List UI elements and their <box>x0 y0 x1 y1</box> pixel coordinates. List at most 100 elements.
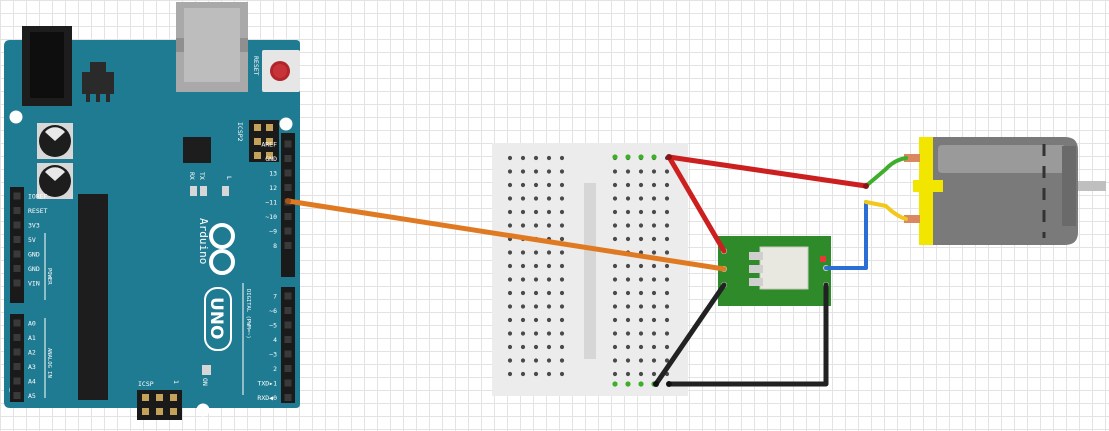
breadboard-hole <box>533 358 539 363</box>
breadboard-hole <box>664 277 670 282</box>
analog-pin <box>13 377 21 385</box>
breadboard-hole <box>612 317 618 323</box>
breadboard-hole-active <box>638 381 644 387</box>
power-pin-label: RESET <box>28 207 48 215</box>
voltage-regulator <box>82 72 114 94</box>
breadboard-hole <box>651 290 657 296</box>
breadboard-hole <box>559 155 565 161</box>
breadboard-hole <box>559 304 565 309</box>
breadboard-hole <box>559 344 565 350</box>
icsp-label: ICSP <box>138 380 154 388</box>
digital-pin <box>284 307 292 314</box>
analog-pin <box>13 392 21 399</box>
breadboard-hole <box>559 277 565 282</box>
digital-pin <box>284 213 292 220</box>
breadboard-hole <box>612 358 618 363</box>
mounting-hole <box>196 403 210 417</box>
breadboard-hole <box>507 344 513 350</box>
wire-endpoints <box>285 154 869 387</box>
breadboard-hole <box>625 331 631 336</box>
breadboard-hole <box>507 196 513 201</box>
breadboard-hole <box>651 277 657 282</box>
power-wire-motor <box>666 154 869 189</box>
reset-label: RESET <box>252 56 260 76</box>
breadboard-hole <box>546 182 552 188</box>
breadboard-hole <box>559 250 565 255</box>
breadboard-hole <box>520 263 526 269</box>
digital-pin-label: GND <box>265 155 277 163</box>
breadboard-hole <box>612 223 618 228</box>
breadboard-hole <box>559 169 565 174</box>
breadboard-hole <box>664 196 670 201</box>
breadboard-hole <box>507 331 513 336</box>
breadboard-hole <box>533 331 539 336</box>
breadboard-hole <box>625 263 631 269</box>
power-pin-label: 5V <box>28 236 36 244</box>
motor-lead-green <box>864 156 908 188</box>
power-pin <box>13 250 21 258</box>
digital-pin <box>284 155 292 162</box>
digital-pin-label: ~11 <box>265 199 277 207</box>
digital-pin-label: 4 <box>273 336 277 344</box>
model-label: UNO <box>206 297 226 339</box>
breadboard-hole <box>651 250 657 255</box>
breadboard-hole <box>559 317 565 323</box>
power-label: POWER <box>46 268 52 285</box>
breadboard-hole <box>612 331 618 336</box>
on-led <box>202 365 211 375</box>
breadboard-hole <box>664 209 670 215</box>
breadboard-hole <box>612 371 618 377</box>
microcontroller-chip <box>78 194 108 400</box>
breadboard-hole <box>520 277 526 282</box>
power-pin-label: 3V3 <box>28 222 40 230</box>
breadboard-hole <box>520 344 526 350</box>
digital-pin <box>284 365 292 372</box>
breadboard-hole <box>533 209 539 215</box>
breadboard-hole <box>533 371 539 377</box>
breadboard-hole <box>664 304 670 309</box>
capacitor <box>37 163 73 199</box>
breadboard-hole <box>612 169 618 174</box>
breadboard-hole <box>546 317 552 323</box>
power-wire-relay <box>666 154 727 254</box>
digital-pin-label: ~10 <box>265 213 277 221</box>
analog-pin-label: A5 <box>28 392 36 400</box>
breadboard-hole <box>507 169 513 174</box>
breadboard-hole <box>507 277 513 282</box>
breadboard-hole <box>533 277 539 282</box>
analog-pin-label: A1 <box>28 334 36 342</box>
breadboard-hole <box>546 155 552 161</box>
breadboard-hole <box>625 182 631 188</box>
breadboard-hole <box>625 290 631 296</box>
digital-pin-label: 7 <box>273 293 277 301</box>
breadboard-hole <box>664 344 670 350</box>
breadboard-hole <box>638 263 644 269</box>
digital-pin-label: ~3 <box>269 351 277 359</box>
digital-pin <box>284 169 292 177</box>
breadboard-hole <box>533 223 539 228</box>
breadboard-hole <box>533 317 539 323</box>
breadboard-hole <box>664 290 670 296</box>
breadboard-hole <box>520 182 526 188</box>
icsp2-header <box>249 120 279 162</box>
breadboard-hole <box>664 182 670 188</box>
breadboard-hole <box>559 223 565 228</box>
breadboard <box>492 143 688 396</box>
digital-pin <box>284 379 292 387</box>
digital-pin <box>284 292 292 300</box>
breadboard-hole <box>638 182 644 188</box>
digital-pin <box>284 394 292 401</box>
breadboard-hole <box>520 290 526 296</box>
signal-wire <box>285 198 727 272</box>
reset-button[interactable] <box>262 50 300 92</box>
on-label: ON <box>201 378 209 386</box>
breadboard-hole <box>559 358 565 363</box>
power-pin-label: GND <box>28 265 40 273</box>
usb-chip <box>183 137 211 163</box>
breadboard-hole <box>507 209 513 215</box>
analog-pin <box>13 363 21 370</box>
breadboard-hole <box>546 371 552 377</box>
wires <box>285 154 908 387</box>
